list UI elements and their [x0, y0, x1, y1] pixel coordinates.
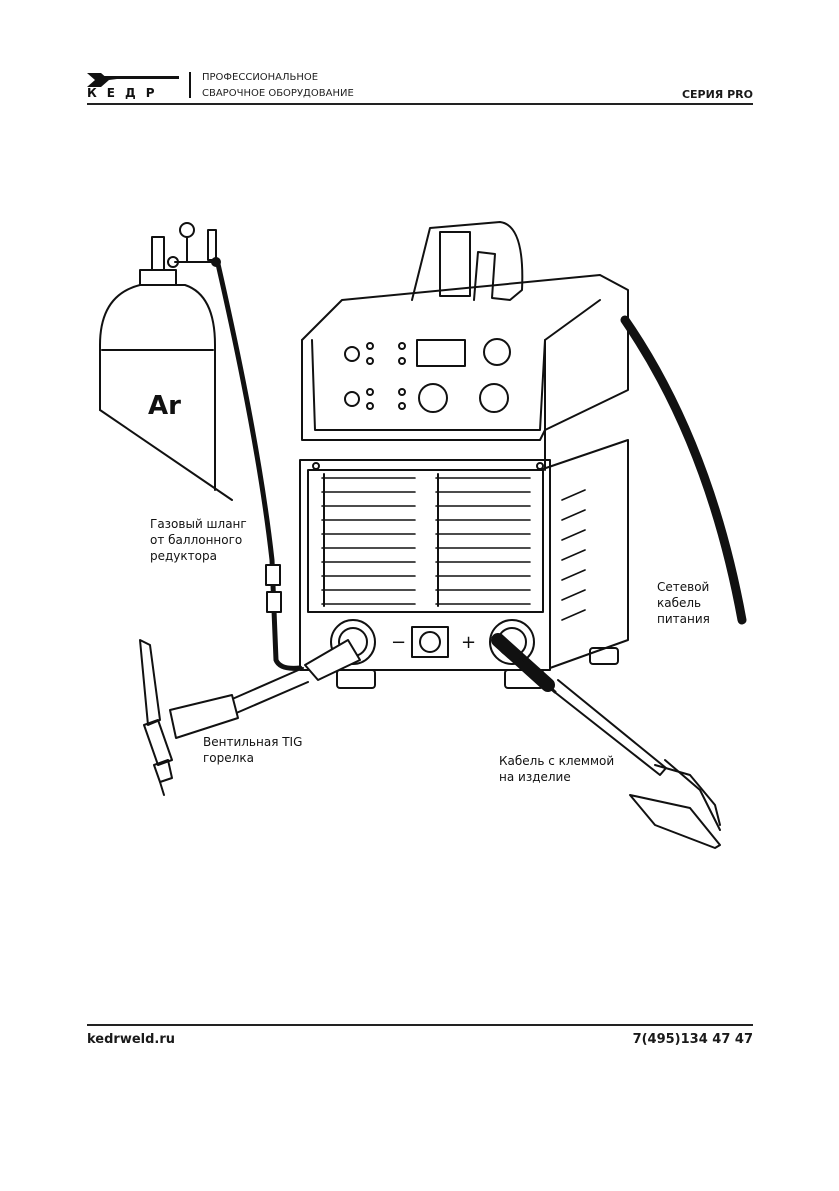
- gas-hose-label: Газовый шланг от баллонного редуктора: [150, 516, 247, 564]
- hose-fitting-icon: [267, 592, 281, 612]
- phone-number: 7(495)134 47 47: [633, 1032, 753, 1047]
- clamp-cable-label: Кабель с клеммой на изделие: [499, 753, 614, 785]
- tig-torch-label-line2: горелка: [203, 750, 302, 766]
- power-cable-label: Сетевой кабель питания: [657, 579, 710, 627]
- clamp-cable-label-line2: на изделие: [499, 769, 614, 785]
- gas-hose-label-line2: от баллонного: [150, 532, 247, 548]
- hose-fitting-icon: [266, 565, 280, 585]
- welding-machine-icon: [300, 222, 628, 688]
- clamp-cable-label-line1: Кабель с клеммой: [499, 753, 614, 769]
- gas-hose-label-line3: редуктора: [150, 548, 247, 564]
- power-cable: [625, 320, 742, 620]
- power-cable-label-line3: питания: [657, 611, 710, 627]
- website-link[interactable]: kedrweld.ru: [87, 1032, 175, 1047]
- gas-hose-label-line1: Газовый шланг: [150, 516, 247, 532]
- tig-torch-label: Вентильная TIG горелка: [203, 734, 302, 766]
- tig-torch-icon: [140, 640, 360, 795]
- work-clamp-icon: [498, 640, 720, 848]
- power-cable-label-line2: кабель: [657, 595, 710, 611]
- power-cable-label-line1: Сетевой: [657, 579, 710, 595]
- gas-hose: [218, 264, 300, 668]
- cylinder-label: Ar: [148, 391, 181, 421]
- footer-rule: [87, 1024, 753, 1026]
- plus-terminal-label: +: [461, 632, 476, 653]
- minus-terminal-label: −: [391, 632, 406, 653]
- tig-torch-label-line1: Вентильная TIG: [203, 734, 302, 750]
- argon-cylinder-icon: [100, 223, 232, 500]
